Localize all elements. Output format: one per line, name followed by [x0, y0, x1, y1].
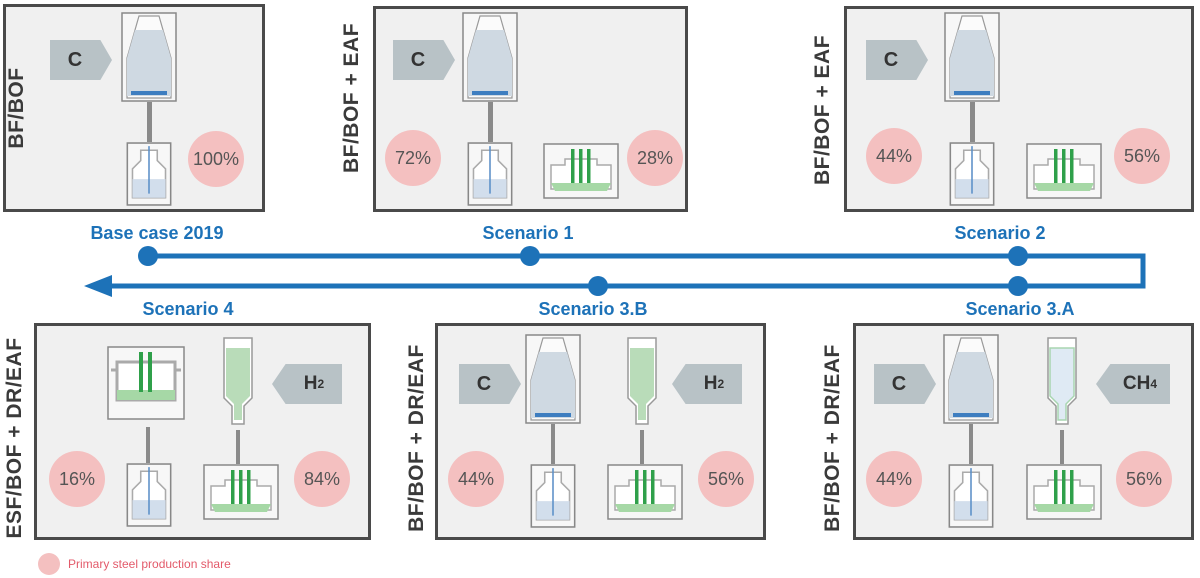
hydrogen-subscript: 2 [317, 377, 325, 391]
electric-arc-furnace-icon [203, 464, 279, 520]
scenario-label-base: Base case 2019 [90, 223, 224, 243]
connector-pipe [147, 102, 152, 142]
share-bof-s2: 44% [866, 128, 922, 184]
methane-subscript: 4 [1150, 377, 1158, 391]
hydrogen-symbol: H [303, 373, 318, 394]
timeline-path [110, 253, 1146, 289]
timeline-node-s3a [1008, 276, 1028, 296]
timeline-node-s2 [1008, 246, 1028, 266]
share-eaf-s2: 56% [1114, 128, 1170, 184]
hydrogen-shaft-furnace-icon [220, 334, 256, 430]
carbon-input-arrow: C [393, 40, 455, 80]
share-eaf-s1: 28% [627, 130, 683, 186]
share-eaf-s3b: 56% [698, 451, 754, 507]
connector-pipe [1060, 430, 1064, 464]
timeline-arrowhead [84, 275, 112, 297]
carbon-input-arrow: C [50, 40, 112, 80]
connector-pipe [146, 427, 150, 463]
connector-pipe [488, 102, 493, 142]
blast-furnace-icon [525, 334, 581, 424]
legend-label: Primary steel production share [68, 557, 231, 571]
share-eaf-s4: 84% [294, 451, 350, 507]
carbon-label: C [410, 48, 426, 71]
panel-scenario-3a [853, 323, 1194, 540]
share-bof-base: 100% [188, 131, 244, 187]
route-label-s4: ESF/BOF + DR/EAF [3, 337, 26, 539]
carbon-input-arrow: C [874, 364, 936, 404]
connector-pipe [970, 102, 975, 142]
scenario-label-s1: Scenario 1 [482, 223, 574, 243]
hydrogen-shaft-furnace-icon [624, 334, 660, 430]
connector-pipe [551, 424, 555, 464]
timeline-node-s1 [520, 246, 540, 266]
carbon-label: C [476, 372, 492, 395]
blast-furnace-icon [943, 334, 999, 424]
connector-pipe [236, 430, 240, 464]
bof-converter-icon [942, 464, 1000, 528]
carbon-input-arrow: C [459, 364, 521, 404]
route-label-s3b: BF/BOF + DR/EAF [405, 344, 428, 532]
scenario-label-s4: Scenario 4 [142, 299, 234, 319]
share-bof-s3b: 44% [448, 451, 504, 507]
panel-scenario-3b [435, 323, 766, 540]
carbon-label: C [891, 372, 907, 395]
methane-shaft-furnace-icon [1044, 334, 1080, 430]
timeline-node-s3b [588, 276, 608, 296]
hydrogen-subscript: 2 [717, 377, 725, 391]
connector-pipe [969, 424, 973, 464]
carbon-label: C [67, 48, 83, 71]
route-label-s3a: BF/BOF + DR/EAF [821, 344, 844, 532]
connector-pipe [640, 430, 644, 464]
electric-arc-furnace-icon [1026, 464, 1102, 520]
share-bof-s1: 72% [385, 130, 441, 186]
carbon-label: C [883, 48, 899, 71]
scenario-label-s3a: Scenario 3.A [965, 299, 1075, 319]
legend-share-swatch [38, 553, 60, 575]
share-bof-s3a: 44% [866, 451, 922, 507]
carbon-input-arrow: C [866, 40, 928, 80]
methane-symbol: CH [1122, 373, 1151, 394]
bof-converter-icon [524, 464, 582, 528]
share-bof-s4: 16% [49, 451, 105, 507]
bof-converter-icon [120, 463, 178, 527]
electric-arc-furnace-icon [607, 464, 683, 520]
legend: Primary steel production share [38, 553, 231, 575]
timeline-node-base [138, 246, 158, 266]
scenario-label-s2: Scenario 2 [954, 223, 1046, 243]
smelting-furnace-icon [107, 346, 185, 420]
hydrogen-symbol: H [703, 373, 718, 394]
scenario-label-s3b: Scenario 3.B [538, 299, 648, 319]
share-eaf-s3a: 56% [1116, 451, 1172, 507]
